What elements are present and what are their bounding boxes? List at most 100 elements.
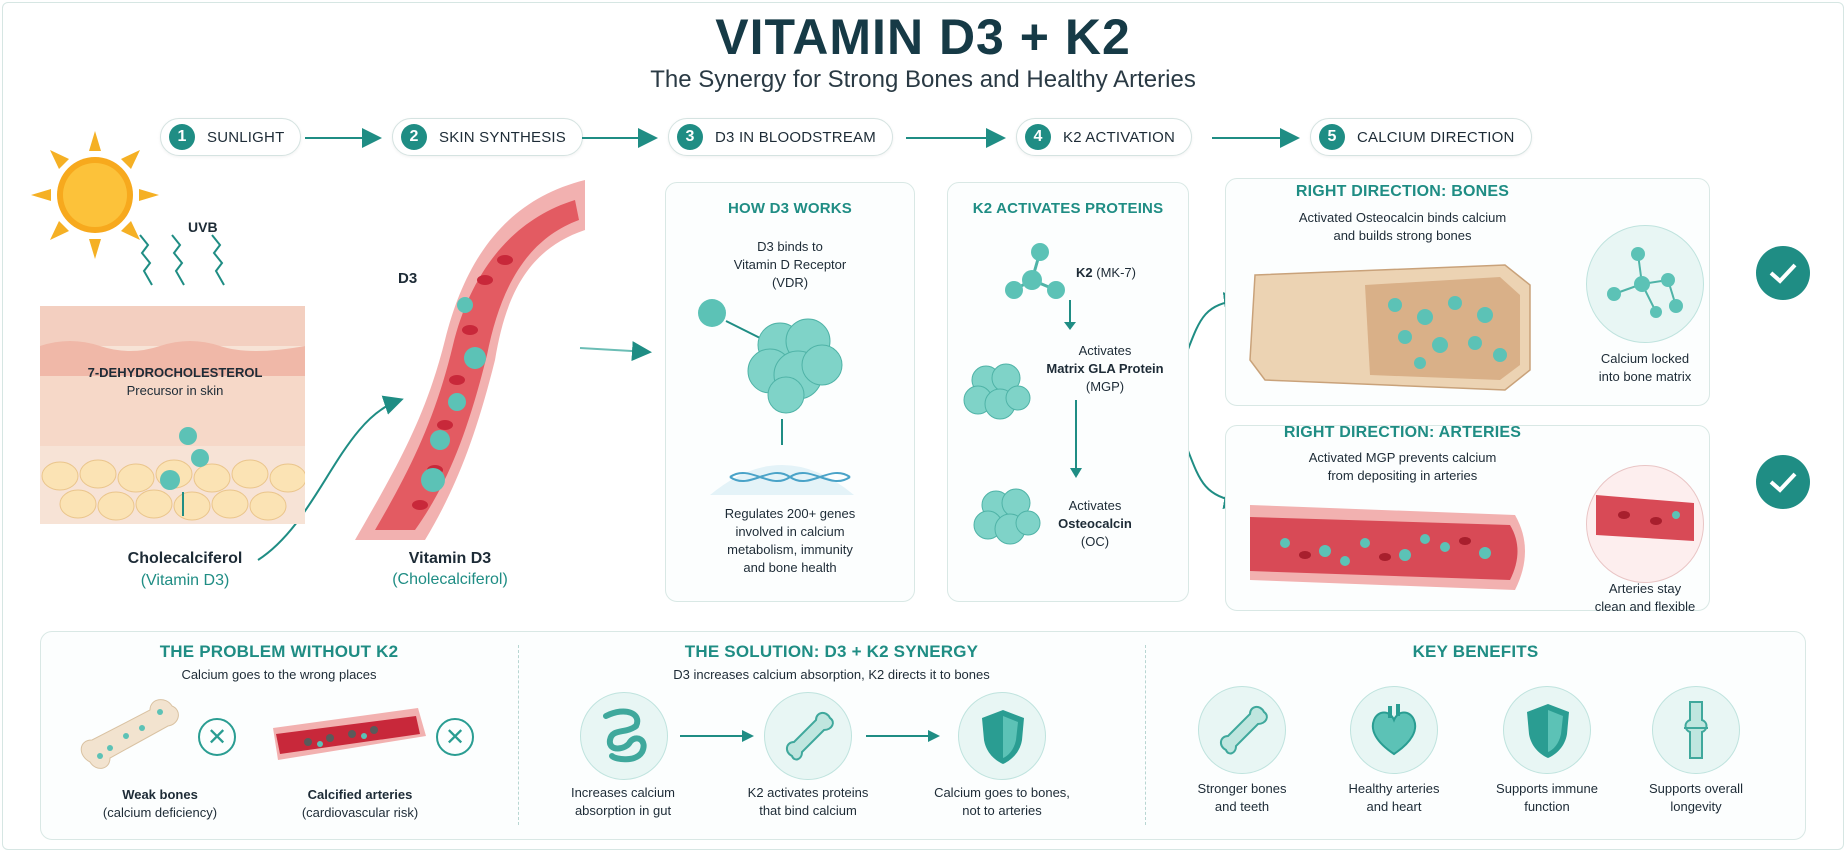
arteries-caption-2: clean and flexible (1594, 599, 1696, 614)
shield-icon (982, 710, 1024, 764)
step-number: 1 (169, 124, 195, 150)
weak-bones-label: Weak bones (122, 787, 198, 802)
step-sunlight: 1 SUNLIGHT (160, 118, 302, 156)
weak-bone-icon (80, 699, 179, 769)
activates-mgp-1: Activates (1078, 343, 1132, 358)
bone-icon (786, 712, 834, 761)
weak-bones-sub: (calcium deficiency) (102, 805, 218, 820)
gut-icon-circle (580, 692, 668, 780)
solution-step1-line1: Increases calcium (570, 785, 676, 800)
heart-icon (1371, 704, 1417, 756)
step-number: 5 (1319, 124, 1345, 150)
d3-label: D3 (398, 270, 418, 287)
step-number: 4 (1025, 124, 1051, 150)
benefit2-line1: Healthy arteries (1348, 781, 1440, 796)
vdr-receptor-illustration (698, 299, 854, 495)
vitamin-d3-subtitle: (Cholecalciferol) (392, 571, 508, 588)
calcified-arteries-sub: (cardiovascular risk) (301, 805, 419, 820)
skin-cross-section (40, 306, 305, 524)
solution-title: THE SOLUTION: D3 + K2 SYNERGY (684, 642, 979, 661)
k2-mk7-label: K2 (MK-7) (1076, 264, 1136, 282)
benefit2-line2: and heart (1366, 799, 1422, 814)
divider (1145, 645, 1146, 825)
activates-mgp-3: (MGP) (1085, 379, 1125, 394)
bones-panel-line1: Activated Osteocalcin binds calcium (1298, 210, 1507, 225)
k2-bold: K2 (1076, 265, 1093, 280)
regulates-line1: Regulates 200+ genes (724, 506, 856, 521)
solution-step3-line1: Calcium goes to bones, (934, 785, 1070, 800)
benefit3-line2: function (1524, 799, 1570, 814)
mgp-arrow-down (1070, 400, 1082, 478)
page-subtitle: The Synergy for Strong Bones and Healthy… (650, 66, 1196, 93)
how-d3-line3: (VDR) (771, 275, 809, 290)
benefits-title: KEY BENEFITS (1412, 642, 1539, 661)
artery-detail-icon (1596, 495, 1694, 541)
step-d3-bloodstream: 3 D3 IN BLOODSTREAM (668, 118, 893, 156)
joint-icon (1684, 701, 1708, 759)
calcium-molecule-icon (1607, 247, 1683, 318)
bones-caption-1: Calcium locked (1600, 351, 1690, 366)
bones-caption-2: into bone matrix (1598, 369, 1692, 384)
step-label: SUNLIGHT (207, 128, 285, 146)
step-number: 2 (401, 124, 427, 150)
arteries-caption-1: Arteries stay (1608, 581, 1682, 596)
shield-icon-circle (958, 692, 1046, 780)
flow-arrow (257, 395, 404, 561)
step-skin-synthesis: 2 SKIN SYNTHESIS (392, 118, 583, 156)
dhc-title: 7-DEHYDROCHOLESTEROL (87, 365, 263, 380)
regulates-line4: and bone health (743, 560, 837, 575)
uvb-rays (139, 234, 225, 286)
shield-icon (1527, 704, 1569, 758)
gut-icon (603, 708, 647, 763)
problem-subtitle: Calcium goes to the wrong places (181, 667, 377, 682)
solution-step2-line1: K2 activates proteins (747, 785, 869, 800)
step-label: SKIN SYNTHESIS (439, 128, 566, 146)
k2-mk7: (MK-7) (1096, 265, 1136, 280)
check-icon (1756, 246, 1810, 300)
benefit4-line1: Supports overall (1649, 781, 1743, 796)
calcified-artery-icon (273, 708, 426, 760)
step-label: CALCIUM DIRECTION (1357, 128, 1515, 146)
cholecalciferol-title: Cholecalciferol (127, 550, 243, 567)
bones-panel-line2: and builds strong bones (1333, 228, 1472, 243)
uvb-label: UVB (188, 219, 218, 235)
arteries-panel-line1: Activated MGP prevents calcium (1308, 450, 1497, 465)
benefit3-line1: Supports immune (1496, 781, 1598, 796)
mgp-protein-icon (963, 363, 1031, 420)
clean-artery-illustration (1250, 505, 1525, 590)
bones-panel-title: RIGHT DIRECTION: BONES (1295, 183, 1510, 200)
page-title: VITAMIN D3 + K2 (715, 9, 1131, 65)
check-icon (1756, 455, 1810, 509)
bone-matrix-illustration (1249, 264, 1531, 391)
divider (518, 645, 519, 825)
step-label: D3 IN BLOODSTREAM (715, 128, 876, 146)
solution-arrow (680, 730, 754, 742)
solution-arrow (866, 730, 940, 742)
how-d3-line2: Vitamin D Receptor (733, 257, 847, 272)
regulates-line2: involved in calcium (735, 524, 845, 539)
x-icon: ✕ (198, 718, 236, 756)
how-d3-line1: D3 binds to (757, 239, 823, 254)
vitamin-d3-title: Vitamin D3 (408, 550, 492, 567)
immune-benefit-circle (1503, 686, 1591, 774)
blood-vessel-illustration (355, 180, 585, 540)
x-icon: ✕ (436, 718, 474, 756)
k2-arrow-down (1064, 300, 1076, 330)
step-calcium-direction: 5 CALCIUM DIRECTION (1310, 118, 1532, 156)
benefit1-line2: and teeth (1214, 799, 1270, 814)
arteries-panel-line2: from depositing in arteries (1327, 468, 1478, 483)
regulates-line3: metabolism, immunity (727, 542, 853, 557)
step-number: 3 (677, 124, 703, 150)
solution-subtitle: D3 increases calcium absorption, K2 dire… (673, 667, 990, 682)
k2-panel-title: K2 ACTIVATES PROTEINS (972, 200, 1164, 217)
flow-arrow (579, 341, 652, 362)
dhc-subtitle: Precursor in skin (126, 383, 224, 398)
step-k2-activation: 4 K2 ACTIVATION (1016, 118, 1193, 156)
activates-oc-2: Osteocalcin (1058, 516, 1132, 531)
benefit1-line1: Stronger bones (1197, 781, 1287, 796)
benefit4-line2: longevity (1670, 799, 1722, 814)
cholecalciferol-subtitle: (Vitamin D3) (140, 572, 230, 589)
sun-icon (31, 131, 159, 259)
step-label: K2 ACTIVATION (1063, 128, 1176, 146)
